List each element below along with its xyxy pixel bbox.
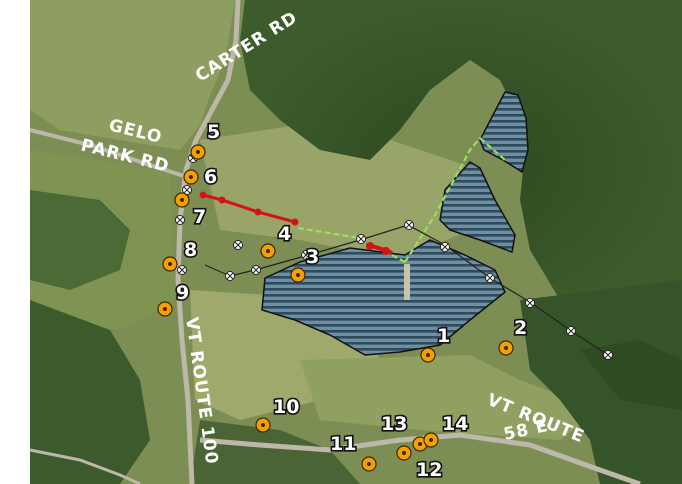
viewpoint-label: 5 (207, 121, 220, 143)
viewpoint-label: 12 (416, 459, 442, 481)
viewpoint-marker-2[interactable]: 2 (498, 315, 529, 356)
forest-northeast (240, 0, 682, 330)
road-vt-route-100 (175, 0, 241, 484)
viewpoint-marker-9[interactable]: 9 (157, 280, 191, 317)
red-node (218, 196, 226, 204)
utility-pole-icon (440, 242, 450, 252)
red-node (382, 247, 390, 255)
viewpoint-marker-7[interactable]: 7 (174, 192, 208, 230)
utility-pole-icon (356, 234, 366, 244)
viewpoint-label: 9 (176, 282, 189, 304)
forest-southwest (30, 300, 150, 484)
utility-pole-icon (301, 250, 311, 260)
viewpoint-marker-14[interactable]: 14 (423, 411, 470, 448)
red-node (254, 208, 262, 216)
viewpoint-label: 1 (437, 325, 450, 347)
left-margin (0, 0, 30, 484)
viewpoint-markers[interactable]: 1 2 3 4 5 (157, 119, 529, 483)
utility-pole-icon (175, 215, 185, 225)
road-southwest (29, 448, 141, 484)
field-southeast (300, 355, 600, 440)
road-gelo-park (29, 128, 191, 180)
utility-pole-icon (566, 326, 576, 336)
red-node (366, 242, 374, 250)
interconnect-line-red (202, 193, 296, 224)
field-northwest (30, 0, 235, 150)
solar-array-main (261, 239, 506, 356)
utility-pole-icon (485, 273, 495, 283)
viewpoint-label: 11 (330, 433, 356, 455)
viewpoint-label: 10 (273, 396, 299, 418)
red-node (291, 218, 299, 226)
array-access-road (404, 264, 410, 300)
collection-line-green (297, 137, 506, 263)
solar-array-middle (439, 161, 516, 254)
utility-pole-icon (603, 350, 613, 360)
viewpoint-marker-3[interactable]: 3 (290, 244, 321, 283)
viewpoint-label: 4 (278, 223, 291, 245)
viewpoint-label: 3 (306, 246, 319, 268)
red-node (199, 191, 207, 199)
solar-array-north (479, 91, 529, 174)
utility-pole-icon (251, 265, 261, 275)
viewpoint-label: 6 (204, 166, 217, 188)
utility-pole-icon (225, 271, 235, 281)
forest-south (190, 420, 360, 484)
trees-west (30, 190, 130, 290)
utility-pole-icon (404, 220, 414, 230)
viewpoint-marker-4[interactable]: 4 (260, 221, 293, 259)
viewpoint-marker-10[interactable]: 10 (255, 394, 301, 433)
viewpoint-marker-11[interactable]: 11 (328, 431, 377, 472)
viewpoint-label: 8 (184, 239, 197, 261)
utility-pole-icon (177, 265, 187, 275)
viewpoint-label: 7 (193, 206, 206, 228)
viewpoint-marker-8[interactable]: 8 (162, 237, 199, 272)
viewpoint-marker-1[interactable]: 1 (420, 323, 452, 363)
viewpoint-label: 13 (381, 413, 407, 435)
utility-pole-icon (525, 298, 535, 308)
viewpoint-marker-5[interactable]: 5 (190, 119, 222, 160)
viewpoint-marker-6[interactable]: 6 (183, 164, 219, 190)
viewpoint-label: 2 (514, 317, 527, 339)
viewpoint-label: 14 (442, 413, 468, 435)
utility-pole-icon (233, 240, 243, 250)
forest-east (520, 280, 682, 484)
viewpoint-marker-13[interactable]: 13 (379, 411, 428, 452)
viewpoint-marker-12[interactable]: 12 (396, 445, 444, 483)
